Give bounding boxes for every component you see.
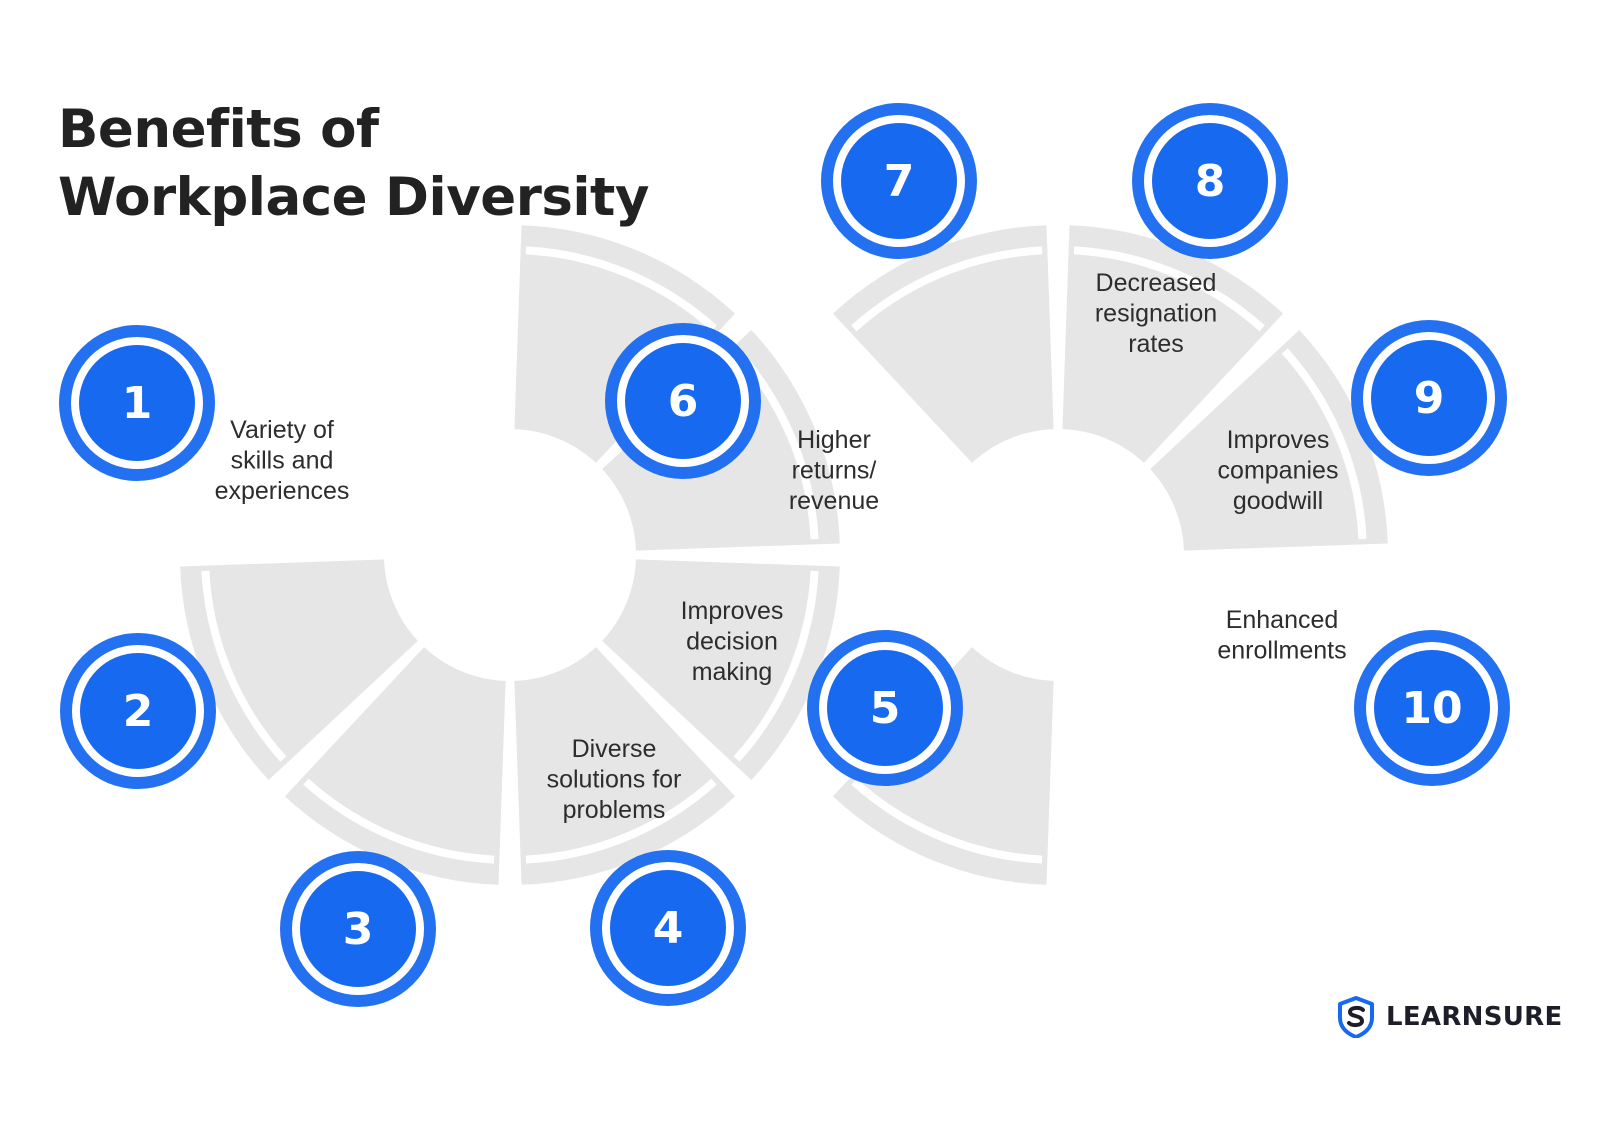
- benefit-label-line: experiences: [215, 477, 350, 505]
- benefit-label-line: companies: [1218, 457, 1339, 485]
- badge-number-4: 4: [653, 903, 684, 954]
- benefit-label-line: returns/: [792, 457, 877, 485]
- segment-arc-10: [851, 778, 1043, 864]
- badge-inner-disc: [841, 123, 957, 239]
- benefit-label-line: goodwill: [1233, 487, 1323, 515]
- badge-inner-disc: [79, 345, 195, 461]
- badge-inner-disc: [625, 343, 741, 459]
- segment-1: [514, 225, 736, 463]
- badge-number-1: 1: [122, 378, 153, 429]
- shield-s-icon: [1338, 996, 1374, 1038]
- brand-logo: LEARNSURE: [1336, 996, 1563, 1038]
- badge-number-6: 6: [668, 376, 699, 427]
- badge-number-10: 10: [1401, 683, 1462, 734]
- number-badge-6: 6: [605, 323, 761, 479]
- badge-inner-disc: [80, 653, 196, 769]
- badge-number-8: 8: [1195, 156, 1226, 207]
- segment-arc-7: [1281, 348, 1367, 540]
- benefit-label-line: solutions for: [547, 766, 682, 794]
- benefit-label-10: Enhanced enrollments: [1217, 606, 1346, 665]
- page-title: Benefits of Workplace Diversity: [58, 96, 649, 232]
- badge-number-7: 7: [884, 156, 915, 207]
- benefit-label-line: Enhanced: [1226, 606, 1339, 634]
- number-badge-2: 2: [60, 633, 216, 789]
- segment-6: [180, 559, 418, 781]
- segment-arc-8: [1073, 246, 1265, 332]
- segment-7: [1150, 329, 1388, 551]
- badge-inner-disc: [1371, 340, 1487, 456]
- badge-inner-disc: [1152, 123, 1268, 239]
- title-line-1: Benefits of: [58, 99, 379, 160]
- badge-inner-disc: [300, 871, 416, 987]
- badge-inner-disc: [610, 870, 726, 986]
- segment-arc-5: [303, 778, 495, 864]
- segment-9: [832, 225, 1054, 463]
- badge-inner-disc: [1374, 650, 1490, 766]
- benefit-label-line: Improves: [681, 597, 784, 625]
- segment-arc-1: [525, 246, 717, 332]
- segment-arc-4: [525, 778, 717, 864]
- badge-number-2: 2: [123, 686, 154, 737]
- title-line-2: Workplace Diversity: [58, 167, 649, 228]
- benefit-label-line: revenue: [789, 487, 879, 515]
- benefit-label-line: problems: [563, 796, 666, 824]
- segment-10: [832, 647, 1054, 885]
- badge-number-3: 3: [343, 904, 374, 955]
- number-badge-8: 8: [1132, 103, 1288, 259]
- segment-8: [1062, 225, 1284, 463]
- number-badge-1: 1: [59, 325, 215, 481]
- segment-5: [284, 647, 506, 885]
- benefit-label-line: Decreased: [1096, 269, 1217, 297]
- benefit-label-line: Higher: [797, 426, 871, 454]
- benefit-label-line: skills and: [231, 447, 334, 475]
- badges-layer: 1 2 3 4 5 6 7 8 9 10: [59, 103, 1510, 1007]
- segment-arc-3: [733, 570, 819, 762]
- segment-arc-6: [201, 570, 287, 762]
- segment-3: [602, 559, 840, 781]
- number-badge-5: 5: [807, 630, 963, 786]
- benefit-label-line: Variety of: [230, 416, 334, 444]
- benefit-label-line: Improves: [1227, 426, 1330, 454]
- logo-text: LEARNSURE: [1386, 1002, 1563, 1032]
- number-badge-9: 9: [1351, 320, 1507, 476]
- badge-inner-disc: [827, 650, 943, 766]
- segment-4: [514, 647, 736, 885]
- benefit-label-line: enrollments: [1217, 637, 1346, 665]
- benefit-label-line: decision: [686, 628, 778, 656]
- badge-number-5: 5: [870, 683, 901, 734]
- benefit-label-line: rates: [1128, 330, 1184, 358]
- benefit-label-6: Higher returns/revenue: [789, 426, 879, 515]
- benefit-label-line: making: [692, 658, 773, 686]
- benefit-label-line: Diverse: [572, 735, 657, 763]
- number-badge-7: 7: [821, 103, 977, 259]
- badge-number-9: 9: [1414, 373, 1445, 424]
- number-badge-10: 10: [1354, 630, 1510, 786]
- number-badge-4: 4: [590, 850, 746, 1006]
- number-badge-3: 3: [280, 851, 436, 1007]
- segment-arc-9: [851, 246, 1043, 332]
- benefit-label-line: resignation: [1095, 300, 1217, 328]
